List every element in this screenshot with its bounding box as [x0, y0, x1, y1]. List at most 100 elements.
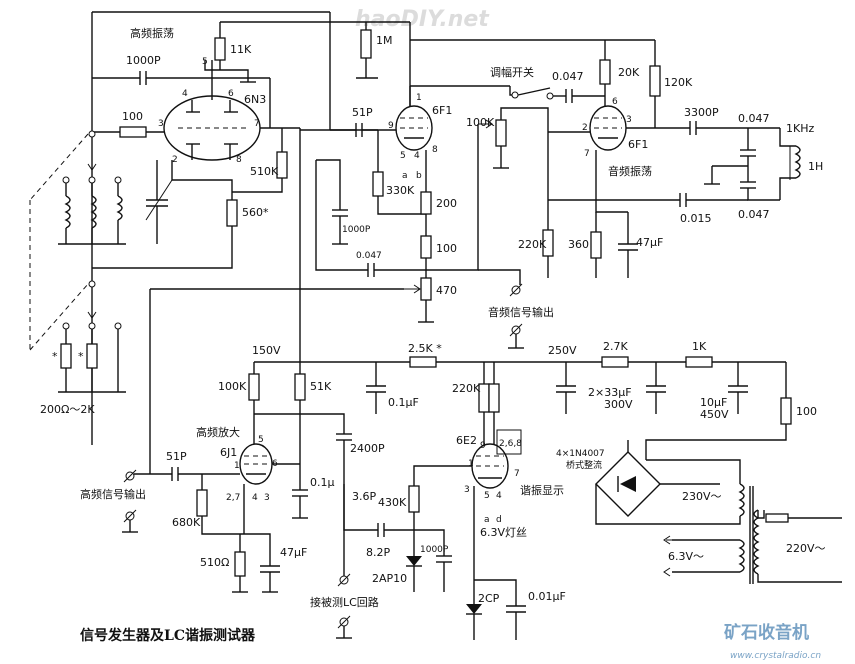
svg-text:2,6,8: 2,6,8	[499, 439, 522, 449]
resistor-430k	[408, 485, 420, 513]
coil-bank	[58, 160, 126, 245]
label-c-47u-a: 47μF	[636, 236, 663, 249]
svg-text:2: 2	[172, 155, 178, 165]
svg-text:1: 1	[468, 459, 474, 469]
label-r-11k: 11K	[230, 43, 252, 56]
brand-url: www.crystalradio.cn	[730, 651, 821, 661]
diode-2ap10	[406, 556, 422, 566]
label-c-001u: 0.01μF	[528, 590, 566, 603]
label-c-51p-a: 51P	[352, 106, 373, 119]
svg-text:8: 8	[432, 145, 438, 155]
brand-logo: 矿石收音机	[724, 622, 809, 643]
label-rf-out: 高频信号输出	[80, 487, 146, 501]
label-r-430k: 430K	[378, 496, 407, 509]
label-l-1h: 1H	[808, 160, 823, 173]
svg-text:4: 4	[496, 491, 502, 501]
label-af-oscillator: 音频振荡	[608, 164, 652, 178]
svg-text:b: b	[416, 171, 422, 181]
label-v-450: 450V	[700, 408, 729, 421]
svg-text:3: 3	[264, 493, 270, 503]
label-c-3300p: 3300P	[684, 106, 719, 119]
pins-6e2: 9 2,6,8 1 7 3 5 4 a d	[464, 439, 522, 525]
label-c-1000p-c: 1000P	[420, 545, 449, 555]
label-v-230: 230V～	[682, 490, 722, 503]
resistor-510	[234, 551, 246, 577]
svg-text:*: *	[52, 350, 58, 363]
label-r-680k: 680K	[172, 516, 201, 529]
band-switch[interactable]	[29, 130, 96, 351]
label-r-510: 510Ω	[200, 556, 229, 569]
resistor-220k-eye	[478, 383, 490, 413]
label-c-1000p-b: 1000P	[342, 225, 371, 235]
svg-text:2: 2	[582, 123, 588, 133]
svg-text:7: 7	[584, 149, 590, 159]
potentiometer-100k[interactable]	[495, 119, 507, 147]
tube-6j1	[239, 443, 273, 485]
tube-6f1-middle	[395, 86, 433, 151]
label-c-0047-d: 0.047	[738, 208, 770, 221]
resistor-11k	[214, 37, 226, 61]
svg-text:7: 7	[254, 119, 260, 129]
label-d-2ap10: 2AP10	[372, 572, 407, 585]
label-r-560: 560*	[242, 206, 269, 219]
svg-text:9: 9	[388, 121, 394, 131]
resistor-120k	[649, 65, 661, 97]
label-c-36p: 3.6P	[352, 490, 376, 503]
label-c-51p-b: 51P	[166, 450, 187, 463]
label-c-01u-b: 0.1μ	[310, 476, 335, 489]
resistor-680k	[196, 489, 208, 517]
label-c-0015: 0.015	[680, 212, 712, 225]
svg-text:5: 5	[400, 151, 406, 161]
fuse	[765, 513, 789, 523]
label-af-out: 音频信号输出	[488, 305, 554, 319]
label-v-63: 6.3V～	[668, 550, 704, 563]
am-switch[interactable]	[511, 87, 554, 100]
svg-text:8: 8	[236, 155, 242, 165]
label-c-2400p: 2400P	[350, 442, 385, 455]
pins-6f1-af: 2 3 6 7	[582, 97, 632, 159]
label-d-2cp: 2CP	[478, 592, 500, 605]
label-r-510k: 510K	[250, 165, 279, 178]
label-tube-6f1-a: 6F1	[432, 104, 452, 117]
label-r-1m: 1M	[376, 34, 393, 47]
label-r-220k-af: 220K	[518, 238, 547, 251]
svg-text:3: 3	[158, 119, 164, 129]
tube-6e2	[471, 443, 509, 489]
svg-text:*: *	[78, 350, 84, 363]
label-filament: 6.3V灯丝	[480, 526, 527, 539]
resistor-560	[226, 199, 238, 227]
svg-text:1: 1	[416, 93, 422, 103]
svg-text:a: a	[402, 171, 408, 181]
label-r-2-7k: 2.7K	[603, 340, 628, 353]
label-l-1khz: 1KHz	[786, 122, 814, 135]
svg-text:5: 5	[258, 435, 264, 445]
svg-text:5: 5	[202, 57, 208, 67]
svg-text:5: 5	[484, 491, 490, 501]
resistor-100-cathode	[420, 235, 432, 259]
bridge-rectifier	[595, 451, 661, 517]
label-r-100k-pot: 100K	[466, 116, 495, 129]
label-connect-lc: 接被测LC回路	[310, 596, 379, 609]
label-r-51k: 51K	[310, 380, 332, 393]
label-tube-6n3: 6N3	[244, 93, 266, 106]
label-tube-6e2: 6E2	[456, 434, 477, 447]
label-v-150: 150V	[252, 344, 281, 357]
resistor-200	[420, 191, 432, 215]
label-c-0047-b: 0.047	[552, 70, 584, 83]
label-c-1000p-top: 1000P	[126, 54, 161, 67]
label-r-100-grid: 100	[122, 110, 143, 123]
label-tube-6j1: 6J1	[220, 446, 237, 459]
label-am-switch: 调幅开关	[490, 65, 534, 79]
label-r-2-5k: 2.5K *	[408, 342, 442, 355]
label-c-0047-c: 0.047	[738, 112, 770, 125]
label-tube-6f1-b: 6F1	[628, 138, 648, 151]
label-r-330k: 330K	[386, 184, 415, 197]
resistor-360	[590, 231, 602, 259]
label-diodes: 4×1N4007	[556, 449, 605, 459]
label-c-10u: 10μF	[700, 396, 727, 409]
potentiometer-470[interactable]	[420, 277, 432, 301]
tube-6f1-af	[589, 105, 627, 151]
resistor-330k	[372, 171, 384, 197]
resistor-2-7k	[601, 356, 629, 368]
